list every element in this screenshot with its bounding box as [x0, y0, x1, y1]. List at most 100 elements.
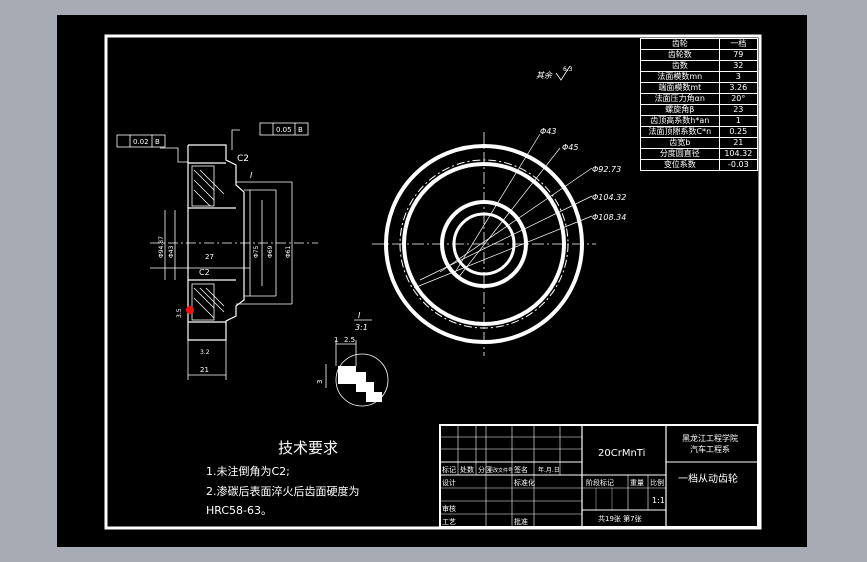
- tech-line-1: 1.未注倒角为C2;: [206, 464, 290, 478]
- section-roughness: 3.2: [200, 349, 210, 356]
- section-diameter-labels: Φ94.87 Φ43 Φ75 Φ69 Φ61: [158, 236, 292, 258]
- param-name: 法面模数mn: [640, 71, 720, 83]
- tb-cell: 分区: [478, 465, 492, 474]
- detail-dim-2: 2.5: [344, 336, 355, 344]
- tb-cell: 签名: [514, 465, 528, 474]
- section-hatching: [191, 165, 225, 321]
- param-value: 23: [718, 104, 759, 116]
- dim-label: Φ104.32: [592, 193, 626, 202]
- tb-cell: 标记: [442, 465, 456, 474]
- tb-scale-value: 1:1: [652, 496, 665, 505]
- tb-audit: 审核: [442, 504, 456, 513]
- tech-line-2: 2.渗碳后表面淬火后齿面硬度为: [206, 484, 360, 498]
- param-value: 21: [718, 137, 759, 149]
- detail-marker: I: [250, 171, 253, 180]
- param-name: 变位系数: [640, 159, 720, 171]
- technical-requirements: 技术要求 1.未注倒角为C2; 2.渗碳后表面淬火后齿面硬度为 HRC58-63…: [206, 439, 360, 517]
- param-name: 法面顶隙系数C*n: [640, 126, 720, 138]
- table-header-cell: 齿轮: [640, 38, 720, 50]
- detail-scale: 3:1: [355, 323, 368, 332]
- param-value: 3.26: [718, 82, 759, 94]
- dim-label: Φ92.73: [592, 165, 621, 174]
- detail-dim-1: 1: [334, 336, 338, 344]
- tech-title: 技术要求: [278, 439, 338, 457]
- dim-label: Φ75: [253, 245, 260, 258]
- tb-design: 设计: [442, 478, 456, 487]
- param-value: -0.03: [718, 159, 759, 171]
- tb-approve: 批准: [514, 517, 528, 526]
- param-name: 螺旋角β: [640, 104, 720, 116]
- tb-cell: 年.月.日: [538, 466, 560, 474]
- dim-label: Φ43: [168, 245, 175, 258]
- param-value: 32: [718, 60, 759, 72]
- tolerance-1-datum: B: [155, 138, 160, 146]
- detail-view: I 3:1 1 2.5 3: [316, 311, 389, 407]
- front-view-labels: Φ43 Φ45 Φ92.73 Φ104.32 Φ108.34: [540, 127, 626, 222]
- detail-title: I: [358, 311, 361, 320]
- school-line-1: 黑龙江工程学院: [682, 433, 738, 443]
- param-name: 法面压力角αn: [640, 93, 720, 105]
- tb-cell: 更改文件号: [488, 467, 513, 474]
- param-value: 3: [718, 71, 759, 83]
- dim-label: Φ43: [540, 127, 556, 136]
- dim-label: Φ69: [267, 245, 274, 258]
- table-row: 变位系数-0.03: [640, 159, 759, 171]
- material: 20CrMnTi: [598, 448, 645, 459]
- param-value: 0.25: [718, 126, 759, 138]
- title-block: [439, 424, 759, 528]
- param-name: 齿轮数: [640, 49, 720, 61]
- roughness-symbol: [555, 65, 571, 81]
- width-dimension: 21: [200, 366, 209, 374]
- tolerance-1-value: 0.02: [133, 138, 149, 146]
- roughness-note: 其余: [536, 71, 553, 80]
- drawing-border: [104, 34, 762, 530]
- tolerance-frame-1: 0.02 B: [116, 134, 166, 148]
- roughness-value: 6.3: [563, 66, 573, 73]
- tolerance-2-datum: B: [298, 126, 303, 134]
- selection-marker: [186, 306, 194, 314]
- param-name: 端面模数mt: [640, 82, 720, 94]
- param-value: 79: [718, 49, 759, 61]
- section-view: [150, 129, 318, 380]
- left-dimension: 3.5: [176, 308, 183, 318]
- dim-label: Φ45: [562, 143, 578, 152]
- param-value: 20°: [718, 93, 759, 105]
- school-line-2: 汽车工程系: [690, 444, 730, 454]
- tolerance-2-value: 0.05: [276, 126, 292, 134]
- tb-stage-mark: 阶段标记: [586, 478, 614, 487]
- param-name: 齿数: [640, 60, 720, 72]
- tb-cell: 处数: [460, 465, 474, 474]
- tb-weight: 重量: [630, 479, 644, 487]
- dim-label: Φ94.87: [158, 236, 165, 258]
- table-header-cell: 一档: [718, 38, 759, 50]
- title-block-text: 20CrMnTi 黑龙江工程学院 汽车工程系 一档从动齿轮 标记 处数 分区 更…: [442, 433, 738, 526]
- param-name: 齿宽b: [640, 137, 720, 149]
- tech-line-3: HRC58-63。: [206, 504, 272, 517]
- tb-craft: 工艺: [442, 518, 456, 526]
- tolerance-frame-2: 0.05 B: [259, 122, 309, 136]
- tb-scale-label: 比例: [650, 478, 664, 487]
- part-name: 一档从动齿轮: [678, 472, 738, 485]
- param-name: 齿顶高系数h*an: [640, 115, 720, 127]
- chamfer-label: C2: [237, 154, 249, 164]
- param-name: 分度圆直径: [640, 148, 720, 160]
- dim-label: Φ61: [285, 245, 292, 258]
- section-inner-dim: 27: [205, 253, 214, 261]
- param-value: 1: [718, 115, 759, 127]
- param-value: 104.32: [718, 148, 759, 160]
- front-view: [372, 132, 596, 356]
- section-inner-c2: C2: [199, 268, 210, 277]
- tb-standard: 标准化: [514, 478, 535, 487]
- table-row: 齿轮 一档: [640, 38, 759, 50]
- dim-label: Φ108.34: [592, 213, 626, 222]
